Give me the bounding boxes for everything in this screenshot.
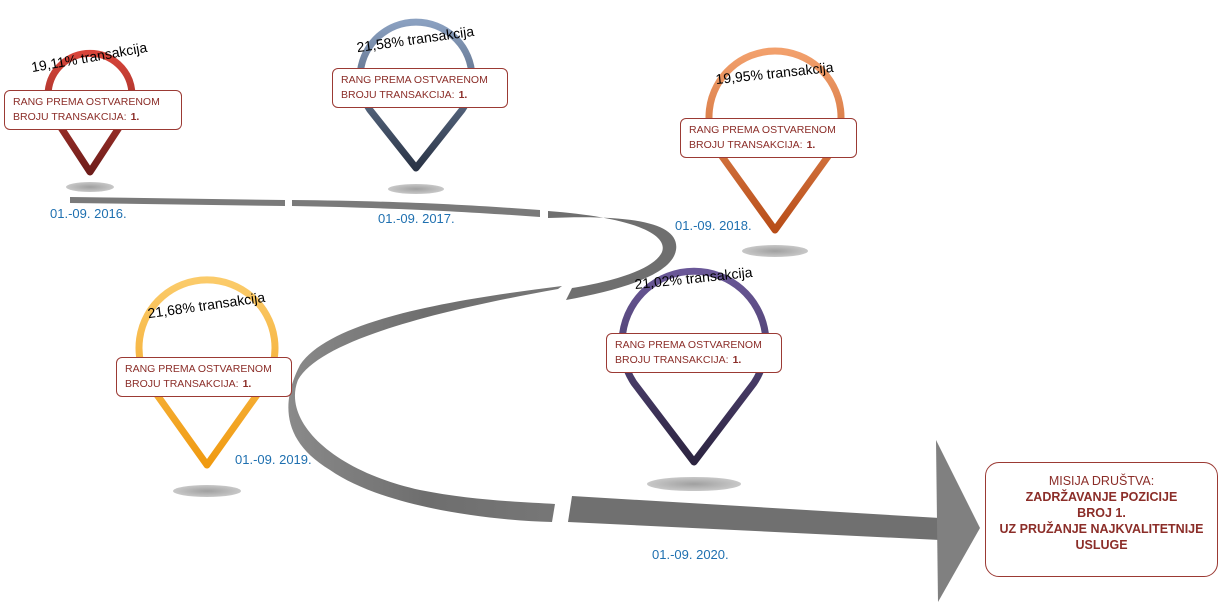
rank-label: BROJU TRANSAKCIJA: xyxy=(13,111,127,123)
pin-shadow xyxy=(647,477,741,491)
rank-value: 1. xyxy=(806,139,816,151)
rank-card-2016: RANG PREMA OSTVARENOM BROJU TRANSAKCIJA:… xyxy=(4,90,182,130)
mission-heading: MISIJA DRUŠTVA: xyxy=(1048,474,1155,488)
rank-label: RANG PREMA OSTVARENOM xyxy=(125,363,272,375)
mission-line: ZADRŽAVANJE POZICIJE xyxy=(1025,490,1178,504)
rank-card-2017: RANG PREMA OSTVARENOM BROJU TRANSAKCIJA:… xyxy=(332,68,508,108)
pin-shadow xyxy=(173,485,241,497)
road-segment-bottom xyxy=(568,496,940,540)
date-label-2018: 01.-09. 2018. xyxy=(675,218,752,233)
rank-label: RANG PREMA OSTVARENOM xyxy=(615,339,762,351)
rank-label: BROJU TRANSAKCIJA: xyxy=(125,378,239,390)
pin-shadow xyxy=(66,182,114,192)
rank-value: 1. xyxy=(458,89,468,101)
mission-line: UZ PRUŽANJE NAJKVALITETNIJE xyxy=(999,522,1204,536)
rank-value: 1. xyxy=(130,111,140,123)
rank-value: 1. xyxy=(242,378,252,390)
road-segment-top-2 xyxy=(292,200,540,217)
date-label-2016: 01.-09. 2016. xyxy=(50,206,127,221)
rank-card-2019: RANG PREMA OSTVARENOM BROJU TRANSAKCIJA:… xyxy=(116,357,292,397)
date-label-2020: 01.-09. 2020. xyxy=(652,547,729,562)
pct-label-2016: 19,11% transakcija xyxy=(30,39,148,75)
rank-card-2020: RANG PREMA OSTVARENOM BROJU TRANSAKCIJA:… xyxy=(606,333,782,373)
pin-shadow xyxy=(388,184,444,194)
date-label-2019: 01.-09. 2019. xyxy=(235,452,312,467)
rank-label: BROJU TRANSAKCIJA: xyxy=(615,354,729,366)
rank-value: 1. xyxy=(732,354,742,366)
date-label-2017: 01.-09. 2017. xyxy=(378,211,455,226)
rank-card-2018: RANG PREMA OSTVARENOM BROJU TRANSAKCIJA:… xyxy=(680,118,857,158)
pin-shadow xyxy=(742,245,808,257)
rank-label: RANG PREMA OSTVARENOM xyxy=(689,124,836,136)
road-curve-left xyxy=(288,286,562,522)
map-pin-2019 xyxy=(135,276,279,469)
road-segment-top xyxy=(70,197,285,206)
road-arrow-head xyxy=(936,440,980,602)
mission-box: MISIJA DRUŠTVA: ZADRŽAVANJE POZICIJE BRO… xyxy=(985,462,1218,577)
rank-label: BROJU TRANSAKCIJA: xyxy=(341,89,455,101)
rank-label: RANG PREMA OSTVARENOM xyxy=(341,74,488,86)
pct-label-2017: 21,58% transakcija xyxy=(356,23,476,55)
mission-line: BROJ 1. xyxy=(1077,506,1126,520)
road-curve-right xyxy=(548,211,677,300)
rank-label: RANG PREMA OSTVARENOM xyxy=(13,96,160,108)
timeline-road xyxy=(70,197,980,602)
rank-label: BROJU TRANSAKCIJA: xyxy=(689,139,803,151)
mission-line: USLUGE xyxy=(1075,538,1128,552)
